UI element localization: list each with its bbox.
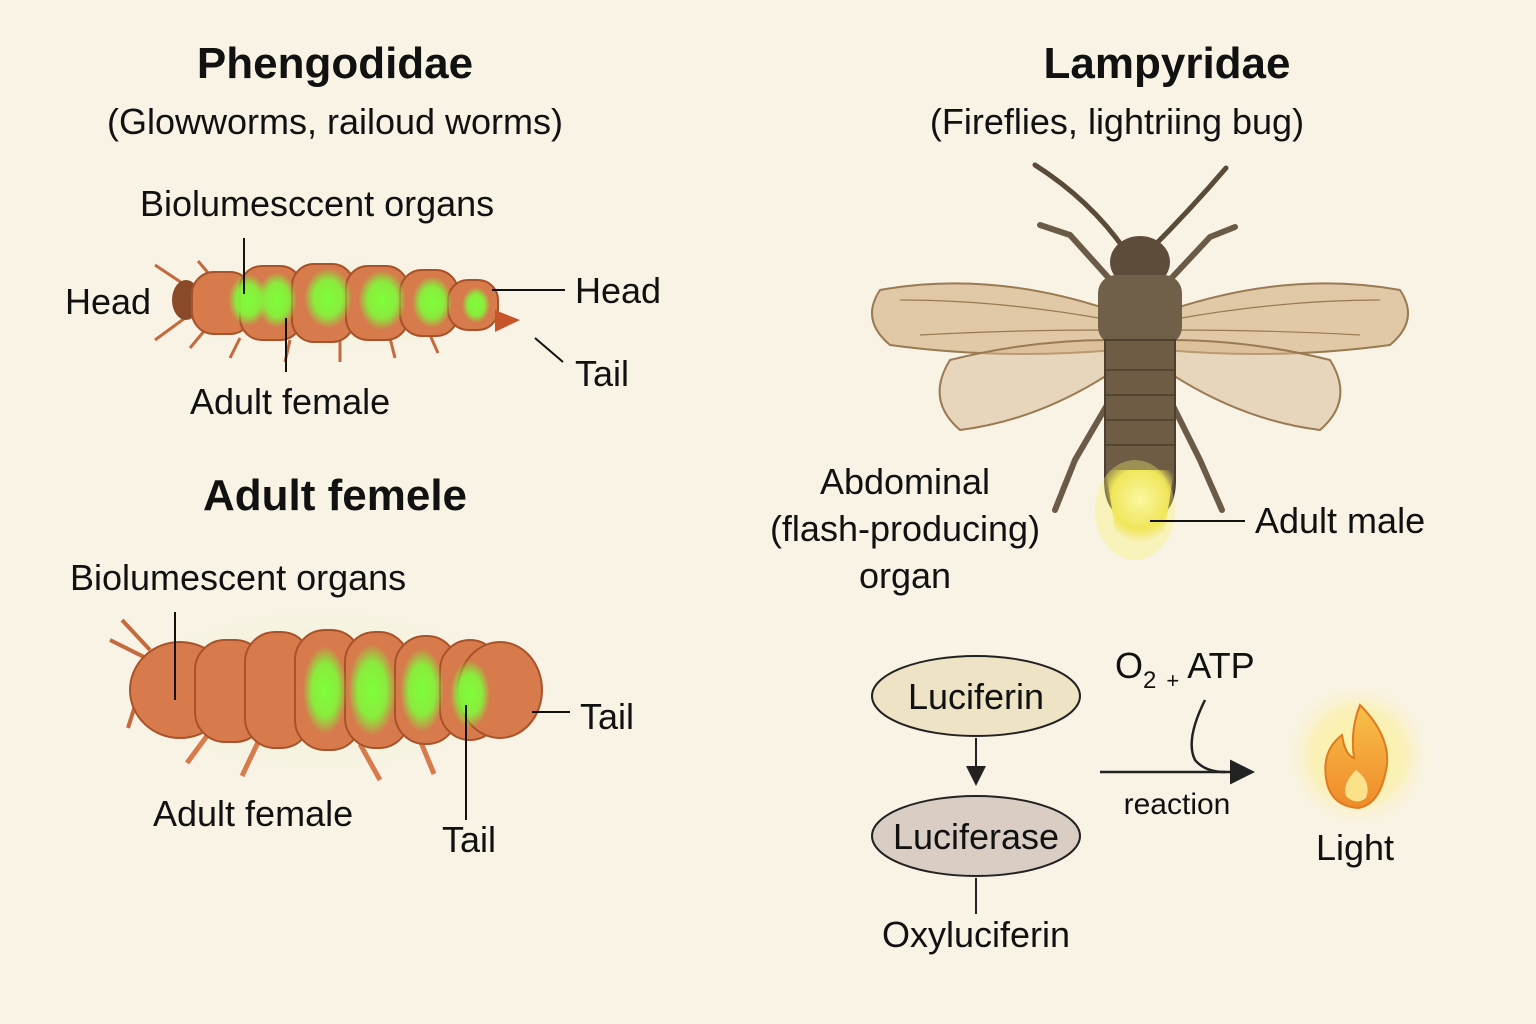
flame-icon [1324, 703, 1389, 810]
adult-femele-title: Adult femele [202, 471, 468, 520]
light-label: Light [1315, 827, 1395, 868]
organ-line-1: Abdominal [819, 461, 991, 502]
top-adult-female-label: Adult female [190, 381, 391, 422]
bottom-tail-label: Tail [442, 819, 497, 860]
luciferase-node [871, 795, 1081, 877]
top-larva-pointers [243, 238, 565, 372]
adult-male-label: Adult male [1255, 500, 1426, 541]
organ-line-2: (flash-producing) [769, 508, 1041, 549]
lampyridae-subtitle: (Fireflies, lightriing bug) [929, 101, 1305, 142]
cofactors-label: O2 + ATP [1115, 645, 1255, 693]
luciferin-label: Luciferin [907, 676, 1045, 717]
firefly-illustration [871, 162, 1409, 560]
top-glow-spots [228, 268, 490, 330]
abdominal-organ-label: Abdominal (flash-producing) organ [770, 458, 1040, 599]
phengodidae-title: Phengodidae [196, 39, 474, 88]
bottom-tail-right-label: Tail [580, 696, 635, 737]
organ-line-3: organ [858, 555, 952, 596]
bottom-glow-spots [303, 644, 490, 736]
atp-label: ATP [1187, 645, 1255, 686]
cofactor-curve [1190, 699, 1226, 774]
top-head-right-label: Head [575, 270, 662, 311]
oxyluciferin-label: Oxyluciferin [881, 914, 1071, 955]
top-head-left-label: Head [65, 281, 152, 322]
lampyridae-title: Lampyridae [1043, 39, 1291, 88]
phengodidae-subtitle: (Glowworms, railoud worms) [106, 101, 564, 142]
top-organs-label: Biolumesccent organs [140, 183, 495, 224]
bottom-organs-label: Biolumescent organs [70, 557, 407, 598]
top-tail-label: Tail [575, 353, 630, 394]
o2-label: O [1115, 645, 1144, 686]
bottom-adult-female-label: Adult female [153, 793, 354, 834]
top-larva [140, 245, 540, 365]
o2-subscript: 2 [1143, 667, 1157, 694]
luciferase-label: Luciferase [892, 816, 1060, 857]
bottom-larva [70, 580, 570, 800]
luciferin-node [871, 655, 1081, 737]
plus-sign: + [1166, 668, 1180, 693]
bottom-larva-pointers [174, 612, 570, 820]
reaction-label: reaction [1123, 788, 1231, 821]
reaction-diagram [871, 655, 1436, 914]
